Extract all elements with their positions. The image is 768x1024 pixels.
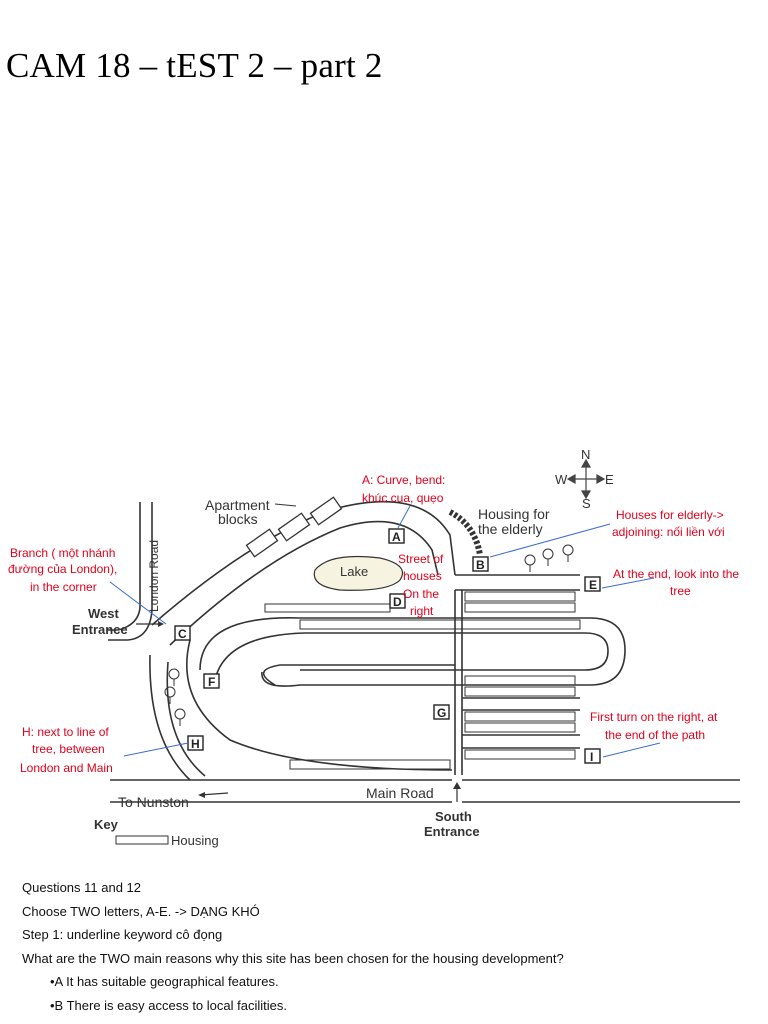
note-h-1: H: next to line of xyxy=(22,725,109,739)
key-housing-label: Housing xyxy=(171,833,219,848)
london-road-label: London Road xyxy=(147,540,161,612)
letter-b: B xyxy=(476,558,485,572)
questions-block: Questions 11 and 12 Choose TWO letters, … xyxy=(22,876,762,1017)
note-elderly-2: adjoining: nối liền với xyxy=(612,525,725,539)
key-label: Key xyxy=(94,817,119,832)
compass-s: S xyxy=(582,496,591,511)
lake-label: Lake xyxy=(340,564,368,579)
key-housing-swatch xyxy=(115,835,169,845)
to-nunston-label: To Nunston xyxy=(118,794,189,810)
note-a-2: khúc cua, quẹo xyxy=(362,491,444,505)
note-branch-3: in the corner xyxy=(30,580,97,594)
south-entrance-label-1: South xyxy=(435,809,472,824)
note-elderly-1: Houses for elderly-> xyxy=(616,508,724,522)
letter-a: A xyxy=(392,530,401,544)
questions-instruction: Choose TWO letters, A-E. -> DẠNG KHÓ xyxy=(22,903,260,919)
compass-w: W xyxy=(555,472,568,487)
note-street-4: right xyxy=(410,604,434,618)
west-entrance-label-1: West xyxy=(88,606,119,621)
note-branch-1: Branch ( một nhánh xyxy=(10,546,115,560)
site-map: N S W E Apartment blocks Housing for the… xyxy=(8,447,740,848)
letter-g: G xyxy=(437,706,446,720)
letter-c: C xyxy=(178,627,187,641)
questions-heading: Questions 11 and 12 xyxy=(22,880,142,895)
note-street-1: Street of xyxy=(398,552,444,566)
note-h-3: London and Main xyxy=(20,761,113,775)
housing-elderly-label-2: the elderly xyxy=(478,521,543,537)
letter-i: I xyxy=(590,750,593,764)
questions-question: What are the TWO main reasons why this s… xyxy=(22,950,564,966)
note-h-2: tree, between xyxy=(32,742,105,756)
letter-h: H xyxy=(191,737,200,751)
note-a-1: A: Curve, bend: xyxy=(362,473,445,487)
compass-e: E xyxy=(605,472,614,487)
lake-shape xyxy=(313,555,404,591)
note-first-1: First turn on the right, at xyxy=(590,710,718,724)
note-end-1: At the end, look into the xyxy=(613,567,739,581)
letter-d: D xyxy=(393,595,402,609)
option-b: •B There is easy access to local facilit… xyxy=(50,997,287,1013)
note-branch-2: đường của London), xyxy=(8,562,117,576)
apartment-label-2: blocks xyxy=(218,511,258,527)
compass-n: N xyxy=(581,447,590,462)
note-first-2: the end of the path xyxy=(605,728,705,742)
option-a: •A It has suitable geographical features… xyxy=(50,974,279,989)
housing-elderly-label-1: Housing for xyxy=(478,506,550,522)
slide-title: CAM 18 – tEST 2 – part 2 xyxy=(6,46,383,85)
main-road-label: Main Road xyxy=(366,785,434,801)
south-entrance-label-2: Entrance xyxy=(424,824,480,839)
note-end-2: tree xyxy=(670,584,691,598)
questions-step: Step 1: underline keyword cô đọng xyxy=(22,927,223,942)
apartment-label-1: Apartment xyxy=(205,497,270,513)
compass-icon xyxy=(566,458,606,500)
note-street-2: houses xyxy=(403,569,442,583)
letter-e: E xyxy=(589,578,597,592)
letter-f: F xyxy=(208,675,215,689)
west-entrance-label-2: Entrance xyxy=(72,622,128,637)
note-street-3: On the xyxy=(403,587,439,601)
tree-icon xyxy=(164,544,574,726)
